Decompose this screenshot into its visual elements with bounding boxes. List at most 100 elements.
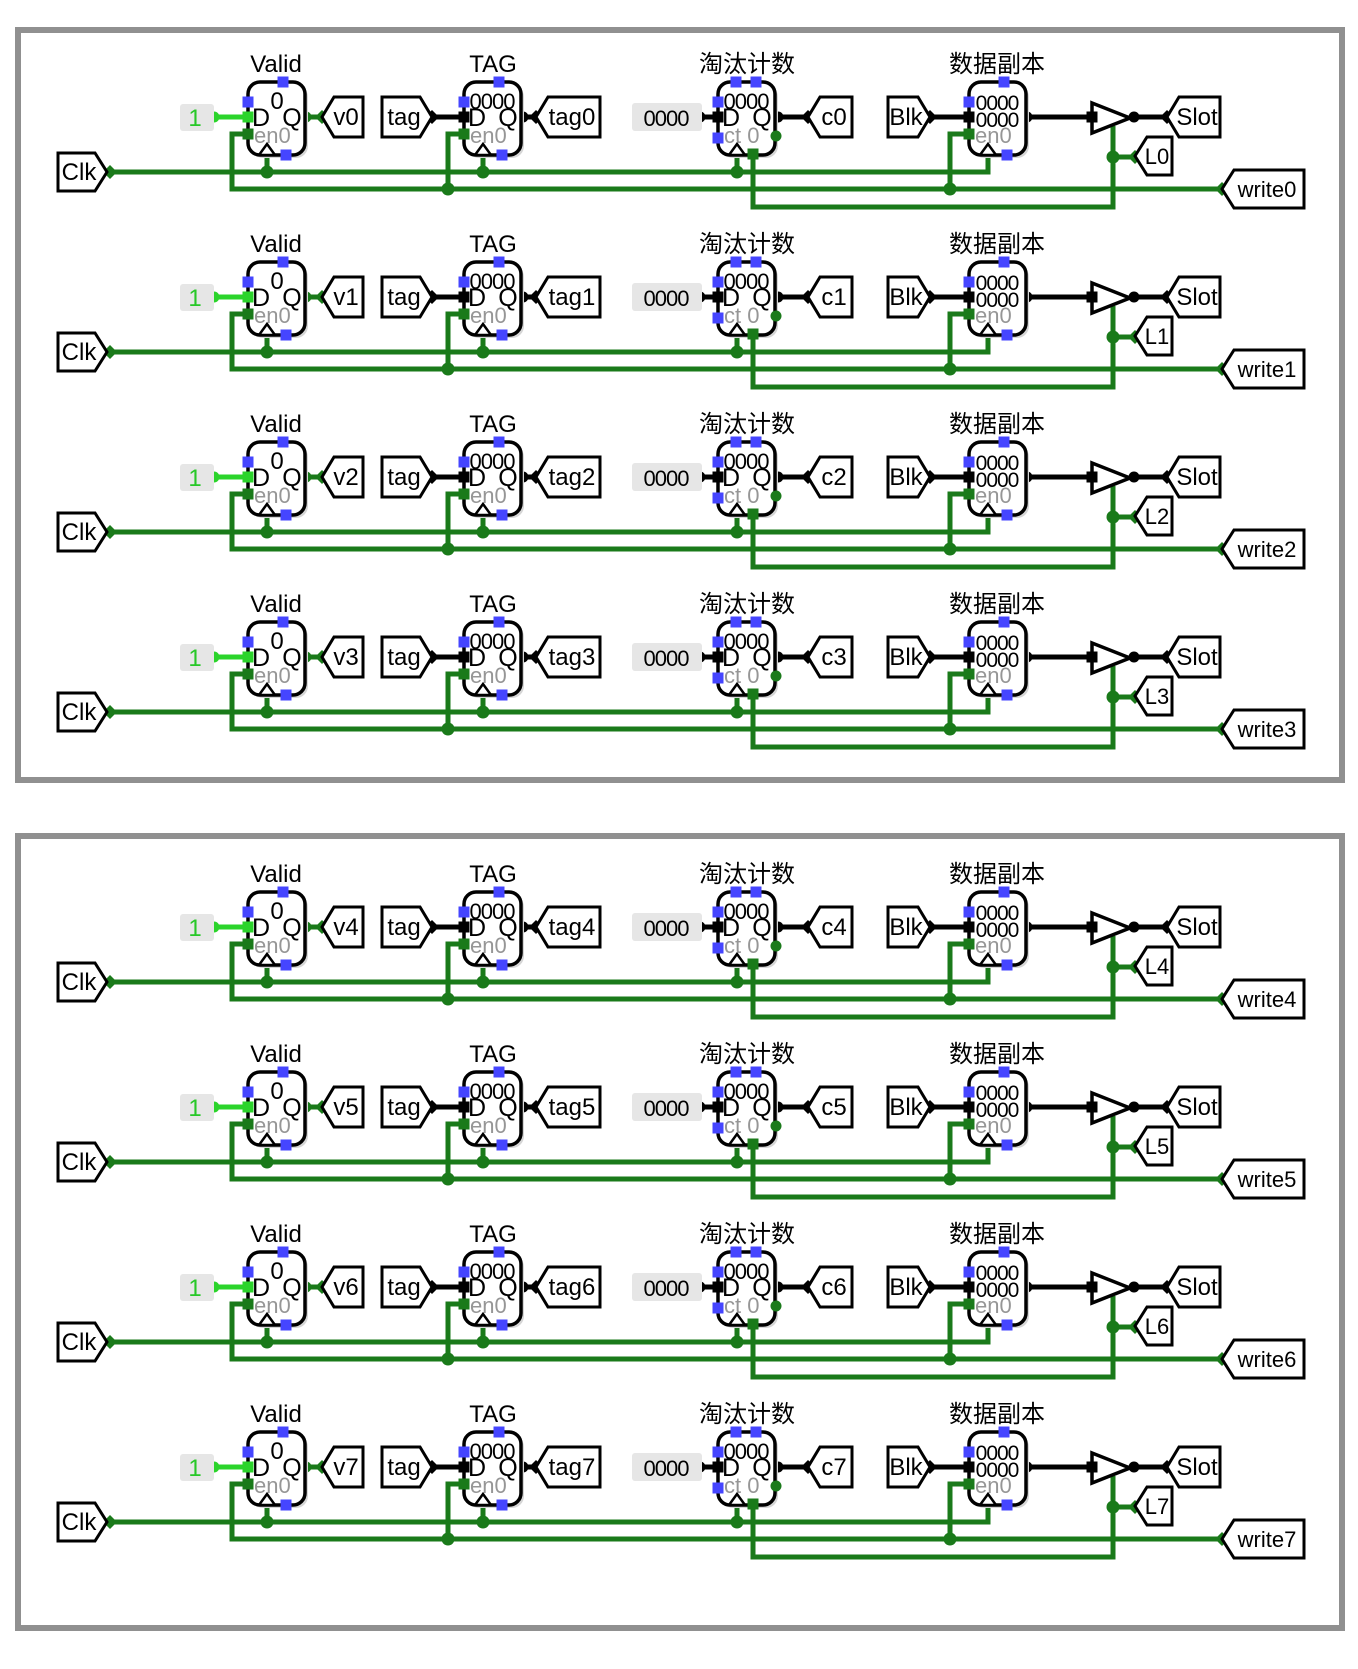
tag-output-pin[interactable]: tag4: [534, 905, 602, 949]
tristate-buffer[interactable]: [1086, 280, 1135, 316]
tag-output-pin[interactable]: tag2: [534, 455, 602, 499]
line-select-input-pin[interactable]: L2: [1133, 495, 1174, 537]
valid-output-pin[interactable]: v0: [320, 95, 365, 139]
line-select-input-pin[interactable]: L4: [1133, 945, 1174, 987]
tag-input-pin[interactable]: tag: [380, 1445, 434, 1489]
const-zero[interactable]: 0000: [632, 283, 702, 311]
const-one[interactable]: 1: [180, 464, 214, 492]
count-output-pin[interactable]: c5: [806, 1085, 854, 1129]
line-select-input-pin[interactable]: L6: [1133, 1305, 1174, 1347]
blk-input-pin[interactable]: Blk: [886, 1265, 932, 1309]
blk-input-pin[interactable]: Blk: [886, 1445, 932, 1489]
tag-output-pin[interactable]: tag6: [534, 1265, 602, 1309]
blk-input-pin[interactable]: Blk: [886, 905, 932, 949]
const-zero[interactable]: 0000: [632, 1453, 702, 1481]
count-output-pin[interactable]: c7: [806, 1445, 854, 1489]
valid-output-pin[interactable]: v3: [320, 635, 365, 679]
clk-input-pin[interactable]: Clk: [56, 511, 109, 553]
clk-input-pin[interactable]: Clk: [56, 961, 109, 1003]
tag-input-pin[interactable]: tag: [380, 455, 434, 499]
slot-output-pin[interactable]: Slot: [1165, 635, 1222, 679]
tag-output-pin[interactable]: tag0: [534, 95, 602, 139]
slot-output-pin[interactable]: Slot: [1165, 1085, 1222, 1129]
const-zero[interactable]: 0000: [632, 643, 702, 671]
valid-output-pin[interactable]: v5: [320, 1085, 365, 1129]
const-one[interactable]: 1: [180, 1454, 214, 1482]
const-one[interactable]: 1: [180, 644, 214, 672]
clk-input-pin[interactable]: Clk: [56, 151, 109, 193]
line-select-input-pin[interactable]: L3: [1133, 675, 1174, 717]
blk-input-pin[interactable]: Blk: [886, 275, 932, 319]
write-input-pin[interactable]: write1: [1220, 348, 1306, 390]
line-select-input-pin[interactable]: L7: [1133, 1485, 1174, 1527]
const-one[interactable]: 1: [180, 284, 214, 312]
tag-output-pin[interactable]: tag5: [534, 1085, 602, 1129]
tristate-buffer[interactable]: [1086, 1450, 1135, 1486]
tristate-buffer[interactable]: [1086, 640, 1135, 676]
const-zero[interactable]: 0000: [632, 913, 702, 941]
slot-output-pin[interactable]: Slot: [1165, 1265, 1222, 1309]
line-select-input-pin[interactable]: L5: [1133, 1125, 1174, 1167]
tag-input-pin[interactable]: tag: [380, 635, 434, 679]
clk-input-pin[interactable]: Clk: [56, 691, 109, 733]
blk-input-pin[interactable]: Blk: [886, 455, 932, 499]
count-output-pin[interactable]: c3: [806, 635, 854, 679]
tristate-buffer[interactable]: [1086, 910, 1135, 946]
slot-output-pin[interactable]: Slot: [1165, 905, 1222, 949]
clk-input-pin[interactable]: Clk: [56, 1501, 109, 1543]
line-select-input-pin[interactable]: L1: [1133, 315, 1174, 357]
blk-input-pin[interactable]: Blk: [886, 1085, 932, 1129]
slot-output-pin[interactable]: Slot: [1165, 275, 1222, 319]
const-one[interactable]: 1: [180, 1274, 214, 1302]
write-input-pin[interactable]: write5: [1220, 1158, 1306, 1200]
valid-output-pin[interactable]: v4: [320, 905, 365, 949]
write-input-pin[interactable]: write4: [1220, 978, 1306, 1020]
const-one[interactable]: 1: [180, 104, 214, 132]
const-zero[interactable]: 0000: [632, 463, 702, 491]
write-input-pin[interactable]: write3: [1220, 708, 1306, 750]
clk-input-pin[interactable]: Clk: [56, 1321, 109, 1363]
valid-output-pin[interactable]: v1: [320, 275, 365, 319]
slot-output-pin[interactable]: Slot: [1165, 455, 1222, 499]
write-input-pin[interactable]: write7: [1220, 1518, 1306, 1560]
blk-input-pin[interactable]: Blk: [886, 95, 932, 139]
tristate-buffer[interactable]: [1086, 100, 1135, 136]
blk-input-pin[interactable]: Blk: [886, 635, 932, 679]
tristate-buffer[interactable]: [1086, 1270, 1135, 1306]
slot-output-pin[interactable]: Slot: [1165, 1445, 1222, 1489]
valid-output-pin[interactable]: v7: [320, 1445, 365, 1489]
valid-output-pin[interactable]: v2: [320, 455, 365, 499]
tag-output-pin[interactable]: tag1: [534, 275, 602, 319]
count-output-pin[interactable]: c2: [806, 455, 854, 499]
tag-input-pin[interactable]: tag: [380, 905, 434, 949]
tristate-buffer[interactable]: [1086, 1090, 1135, 1126]
const-zero[interactable]: 0000: [632, 1273, 702, 1301]
write-input-pin[interactable]: write6: [1220, 1338, 1306, 1380]
const-one[interactable]: 1: [180, 1094, 214, 1122]
count-output-pin[interactable]: c0: [806, 95, 854, 139]
count-output-pin[interactable]: c1: [806, 275, 854, 319]
